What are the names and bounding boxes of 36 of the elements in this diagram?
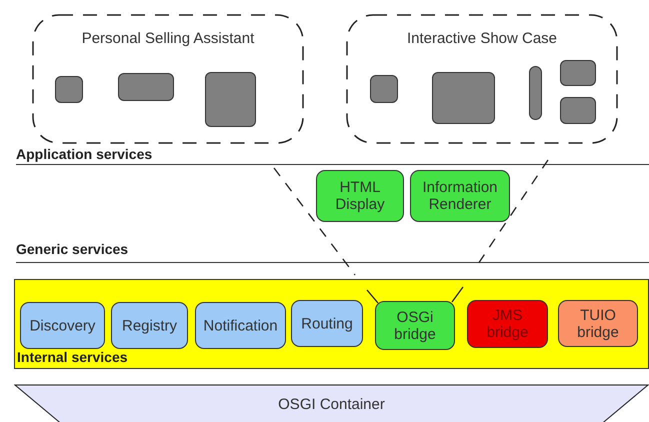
- services-band: [14, 279, 649, 369]
- service-box: [410, 170, 510, 222]
- component-block: [55, 76, 83, 103]
- service-name: TUIO bridge: [576, 306, 620, 340]
- component-bar: [529, 66, 542, 120]
- service-box: [375, 301, 455, 350]
- layer-title: Internal services: [17, 349, 128, 366]
- component-block: [205, 72, 256, 127]
- application-group: [346, 14, 618, 144]
- service-name: Notification: [202, 317, 279, 334]
- service-box: [195, 302, 286, 349]
- service-name: Registry: [120, 317, 178, 334]
- container-trapezoid: [14, 384, 649, 422]
- group-title: Interactive Show Case: [406, 30, 558, 47]
- service-box: [316, 170, 404, 222]
- service-box: [111, 302, 188, 349]
- service-name: Discovery: [28, 317, 96, 334]
- component-block: [118, 73, 174, 101]
- service-name: Information Renderer: [421, 179, 499, 213]
- component-block: [432, 72, 495, 124]
- layer-title: Application services: [16, 146, 152, 162]
- layer-title: Generic services: [16, 241, 128, 257]
- service-box: [291, 300, 363, 347]
- component-block: [370, 75, 398, 103]
- component-block: [560, 97, 596, 124]
- container-label: OSGI Container: [277, 396, 386, 413]
- group-title: Personal Selling Assistant: [80, 30, 256, 47]
- application-group: [32, 14, 304, 144]
- service-name: JMS bridge: [486, 307, 530, 341]
- service-box: [20, 302, 105, 349]
- service-box: [467, 300, 548, 348]
- component-block: [560, 60, 596, 86]
- service-name: HTML Display: [334, 179, 386, 213]
- service-name: Routing: [300, 315, 354, 332]
- service-name: OSGi bridge: [393, 308, 437, 342]
- service-box: [558, 300, 638, 347]
